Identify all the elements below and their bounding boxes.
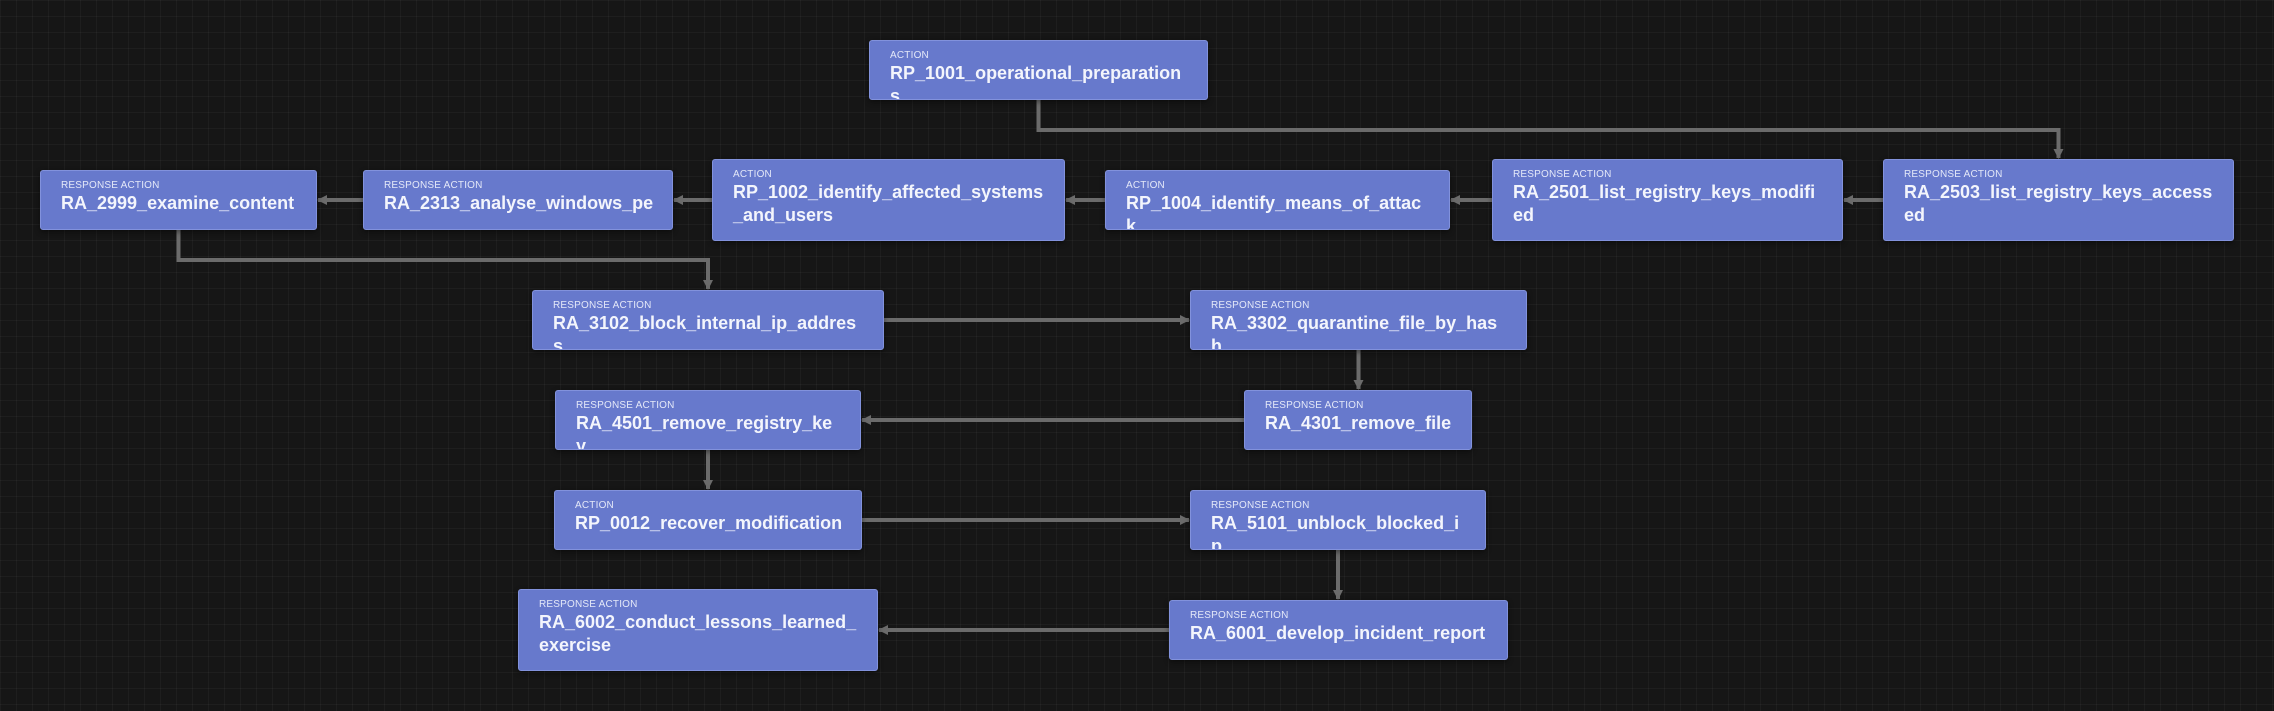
node-ra-4301[interactable]: RESPONSE ACTION RA_4301_remove_file	[1244, 390, 1472, 450]
node-title: RA_3102_block_internal_ip_address	[553, 313, 857, 350]
node-type-label: RESPONSE ACTION	[1513, 169, 1612, 180]
node-ra-4501[interactable]: RESPONSE ACTION RA_4501_remove_registry_…	[555, 390, 861, 450]
node-type-label: RESPONSE ACTION	[553, 300, 652, 311]
node-type-label: RESPONSE ACTION	[576, 400, 675, 411]
node-title: RA_2999_examine_content	[61, 193, 295, 213]
node-title: RA_3302_quarantine_file_by_hash	[1211, 313, 1498, 350]
node-type-label: RESPONSE ACTION	[1211, 500, 1310, 511]
node-type-label: RESPONSE ACTION	[1265, 400, 1364, 411]
node-title: RA_6002_conduct_lessons_learned_exercise	[539, 612, 857, 655]
node-rp-1001[interactable]: ACTION RP_1001_operational_preparations	[869, 40, 1208, 100]
node-type-label: RESPONSE ACTION	[1904, 169, 2003, 180]
node-type-label: ACTION	[733, 169, 772, 180]
node-title: RA_4301_remove_file	[1265, 413, 1452, 433]
node-type-label: RESPONSE ACTION	[1211, 300, 1310, 311]
node-type-label: RESPONSE ACTION	[1190, 610, 1289, 621]
node-type-label: RESPONSE ACTION	[384, 180, 483, 191]
node-title: RP_0012_recover_modification	[575, 513, 843, 533]
node-title: RA_2313_analyse_windows_pe	[384, 193, 654, 213]
node-title: RP_1001_operational_preparations	[890, 63, 1182, 100]
node-ra-2501[interactable]: RESPONSE ACTION RA_2501_list_registry_ke…	[1492, 159, 1843, 241]
node-ra-6002[interactable]: RESPONSE ACTION RA_6002_conduct_lessons_…	[518, 589, 878, 671]
edge-rp1001-to-ra2503	[1036, 100, 2064, 159]
node-ra-2503[interactable]: RESPONSE ACTION RA_2503_list_registry_ke…	[1883, 159, 2234, 241]
node-ra-6001[interactable]: RESPONSE ACTION RA_6001_develop_incident…	[1169, 600, 1508, 660]
node-ra-5101[interactable]: RESPONSE ACTION RA_5101_unblock_blocked_…	[1190, 490, 1486, 550]
node-title: RA_2503_list_registry_keys_accessed	[1904, 182, 2213, 225]
node-title: RA_5101_unblock_blocked_ip	[1211, 513, 1460, 550]
node-rp-0012[interactable]: ACTION RP_0012_recover_modification	[554, 490, 862, 550]
node-rp-1004[interactable]: ACTION RP_1004_identify_means_of_attack	[1105, 170, 1450, 230]
node-type-label: RESPONSE ACTION	[539, 599, 638, 610]
node-title: RA_6001_develop_incident_report	[1190, 623, 1486, 643]
node-title: RA_4501_remove_registry_key	[576, 413, 833, 450]
node-type-label: ACTION	[1126, 180, 1165, 191]
node-title: RA_2501_list_registry_keys_modified	[1513, 182, 1816, 225]
node-ra-3102[interactable]: RESPONSE ACTION RA_3102_block_internal_i…	[532, 290, 884, 350]
node-type-label: ACTION	[575, 500, 614, 511]
node-ra-2313[interactable]: RESPONSE ACTION RA_2313_analyse_windows_…	[363, 170, 673, 230]
node-rp-1002[interactable]: ACTION RP_1002_identify_affected_systems…	[712, 159, 1065, 241]
node-title: RP_1002_identify_affected_systems_and_us…	[733, 182, 1044, 225]
edge-ra2999-to-ra3102	[176, 230, 713, 290]
node-ra-2999[interactable]: RESPONSE ACTION RA_2999_examine_content	[40, 170, 317, 230]
node-type-label: RESPONSE ACTION	[61, 180, 160, 191]
node-ra-3302[interactable]: RESPONSE ACTION RA_3302_quarantine_file_…	[1190, 290, 1527, 350]
node-title: RP_1004_identify_means_of_attack	[1126, 193, 1422, 230]
node-type-label: ACTION	[890, 50, 929, 61]
